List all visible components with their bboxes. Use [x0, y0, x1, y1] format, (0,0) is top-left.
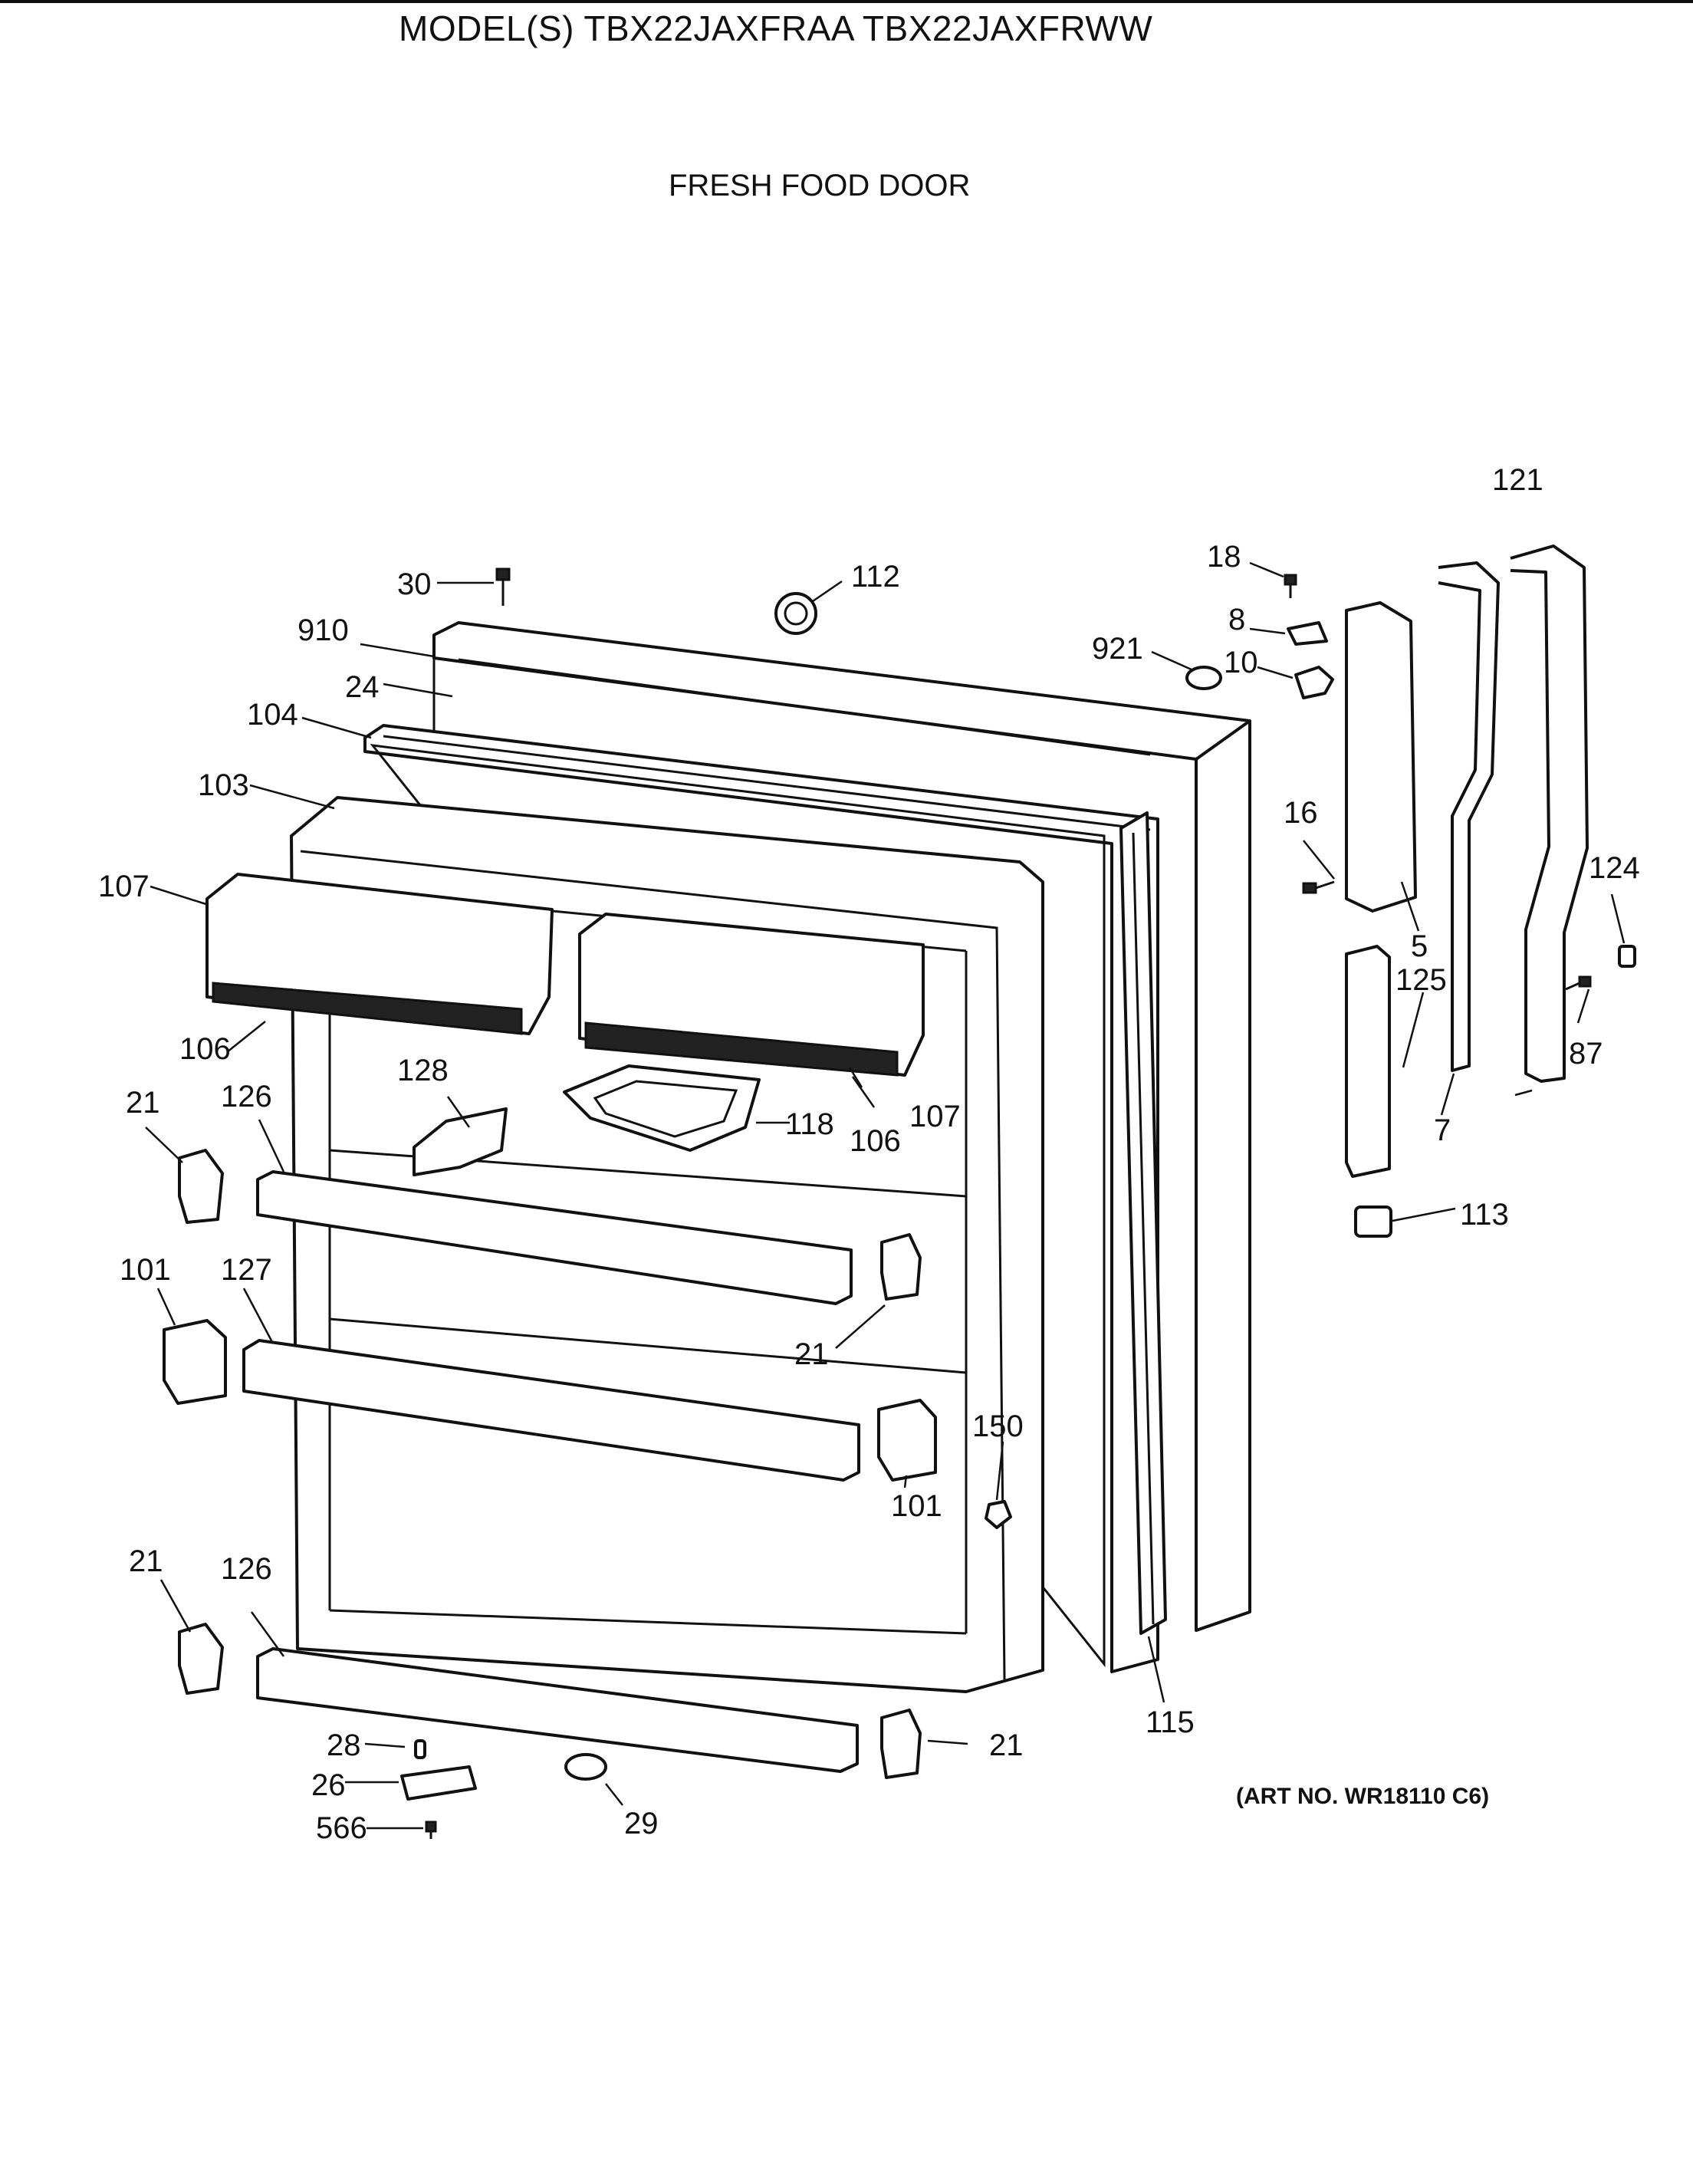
door-handle — [1438, 561, 1500, 1072]
hinge-pin-cap — [1185, 666, 1222, 690]
callout-21-mid: 21 — [794, 1337, 829, 1371]
callout-5: 5 — [1411, 929, 1428, 963]
callout-115: 115 — [1146, 1705, 1195, 1739]
callout-21-upper-left: 21 — [126, 1086, 160, 1120]
dairy-door-left — [205, 873, 554, 1035]
callout-118: 118 — [785, 1107, 834, 1141]
hinge-shim — [1287, 621, 1328, 646]
callout-24: 24 — [345, 670, 380, 704]
callout-126-upper: 126 — [221, 1080, 272, 1113]
callout-566: 566 — [316, 1811, 367, 1845]
leader-lines — [145, 561, 1626, 1830]
section-title: FRESH FOOD DOOR — [669, 169, 971, 202]
callout-26: 26 — [311, 1768, 346, 1802]
art-number: (ART NO. WR18110 C6) — [1236, 1784, 1490, 1809]
callout-30: 30 — [397, 567, 432, 601]
outer-door-panel — [432, 621, 1251, 1632]
callout-21-lower-left: 21 — [129, 1544, 163, 1578]
mounting-plate — [400, 1765, 477, 1801]
callout-104: 104 — [247, 698, 298, 732]
callout-113: 113 — [1460, 1198, 1509, 1232]
callout-112: 112 — [851, 560, 900, 594]
callout-101-right: 101 — [891, 1489, 942, 1523]
hinge-bushing — [1294, 666, 1334, 699]
shelf-retainer-bar-upper — [256, 1170, 853, 1305]
callout-107-left: 107 — [98, 870, 150, 903]
breaker-strip — [1119, 811, 1167, 1635]
callout-16: 16 — [1284, 796, 1318, 830]
handle-trim — [1510, 544, 1589, 1083]
callout-121: 121 — [1492, 463, 1543, 497]
callout-28: 28 — [327, 1728, 361, 1762]
callout-106-right: 106 — [850, 1124, 901, 1158]
model-title: MODEL(S) TBX22JAXFRAA TBX22JAXFRWW — [399, 8, 1153, 48]
callout-107-right: 107 — [909, 1100, 961, 1133]
callout-124: 124 — [1589, 851, 1640, 885]
callout-101-left: 101 — [120, 1253, 171, 1287]
callout-10: 10 — [1224, 646, 1258, 679]
callout-128: 128 — [397, 1054, 449, 1087]
bearing-cap — [564, 1753, 607, 1781]
shelf-retainer-bar-lower — [256, 1647, 859, 1773]
screws — [425, 567, 1592, 1839]
cam-pin — [414, 1739, 426, 1759]
trim-end-caps — [178, 1149, 922, 1779]
callout-910: 910 — [298, 613, 349, 647]
door-stop — [1354, 1205, 1392, 1238]
shelf-retainer-bar-middle — [242, 1339, 860, 1482]
callout-29: 29 — [624, 1807, 659, 1840]
callout-7: 7 — [1434, 1113, 1451, 1147]
callout-103: 103 — [198, 768, 249, 802]
egg-tray — [563, 1064, 761, 1152]
door-closer-pin — [985, 1500, 1012, 1529]
callout-150: 150 — [972, 1409, 1024, 1443]
callout-126-lower: 126 — [221, 1552, 272, 1586]
callout-106-left: 106 — [179, 1032, 231, 1066]
reinforcement-bracket — [1345, 945, 1391, 1178]
shelf-supports — [163, 1319, 937, 1482]
dairy-door-right — [578, 913, 925, 1077]
callout-18: 18 — [1207, 540, 1241, 574]
door-plug — [774, 592, 817, 635]
shelf-clip — [413, 1107, 508, 1176]
callout-87: 87 — [1569, 1037, 1603, 1071]
callout-127: 127 — [221, 1253, 272, 1287]
callout-8: 8 — [1228, 603, 1246, 636]
callout-21-bottom-right: 21 — [989, 1728, 1024, 1762]
door-hinge — [1345, 601, 1417, 913]
handle-end-cap — [1618, 945, 1636, 968]
callout-125: 125 — [1395, 963, 1447, 997]
callout-921: 921 — [1092, 632, 1143, 666]
top-rule — [0, 0, 1693, 3]
